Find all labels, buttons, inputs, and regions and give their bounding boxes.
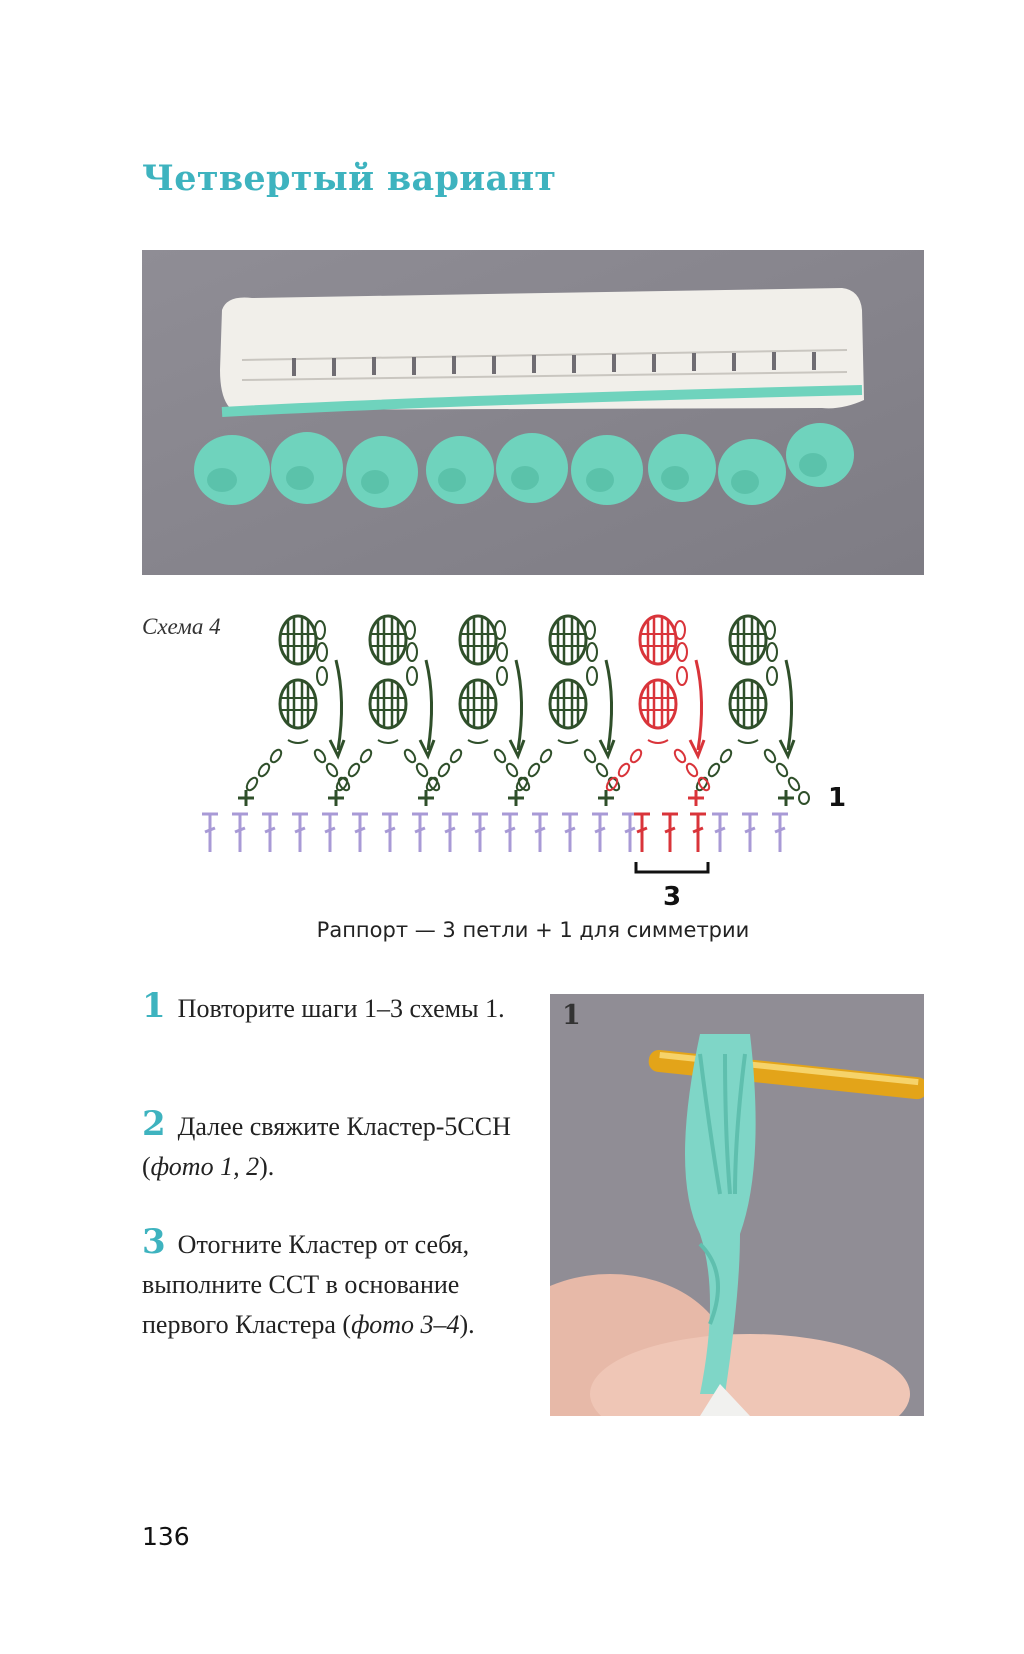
rapport-caption: Раппорт — 3 петли + 1 для симметрии: [316, 918, 750, 942]
step-number: 1: [142, 986, 166, 1026]
step-text-end: ).: [259, 1152, 275, 1181]
page-number: 136: [142, 1522, 190, 1551]
step-text: Повторите шаги 1–3 схемы 1.: [177, 994, 505, 1023]
row-label: 1: [828, 783, 846, 813]
crochet-hook-photo-icon: [550, 994, 924, 1416]
photo-ref: фото 1, 2: [150, 1152, 260, 1181]
page-title: Четвертый вариант: [142, 158, 557, 199]
crochet-schema-diagram: 3 1: [202, 600, 846, 912]
step-text: Далее свяжите Кластер-5ССН (: [142, 1112, 511, 1181]
step-number: 3: [142, 1222, 166, 1262]
schema-label: Схема 4: [142, 614, 221, 639]
edging-photo: [142, 250, 924, 575]
crochet-edging-photo-icon: [142, 250, 924, 575]
repeat-label: 3: [663, 882, 681, 912]
step-number: 2: [142, 1104, 166, 1144]
step-photo: [550, 994, 924, 1416]
photo-ref: фото 3–4: [351, 1310, 460, 1339]
step-text: Отогните Кластер от себя, выполните ССТ …: [142, 1230, 470, 1339]
step-text-end: ).: [459, 1310, 475, 1339]
step-1: 1 Повторите шаги 1–3 схемы 1.: [142, 986, 522, 1029]
step-photo-label: 1: [562, 1000, 581, 1031]
